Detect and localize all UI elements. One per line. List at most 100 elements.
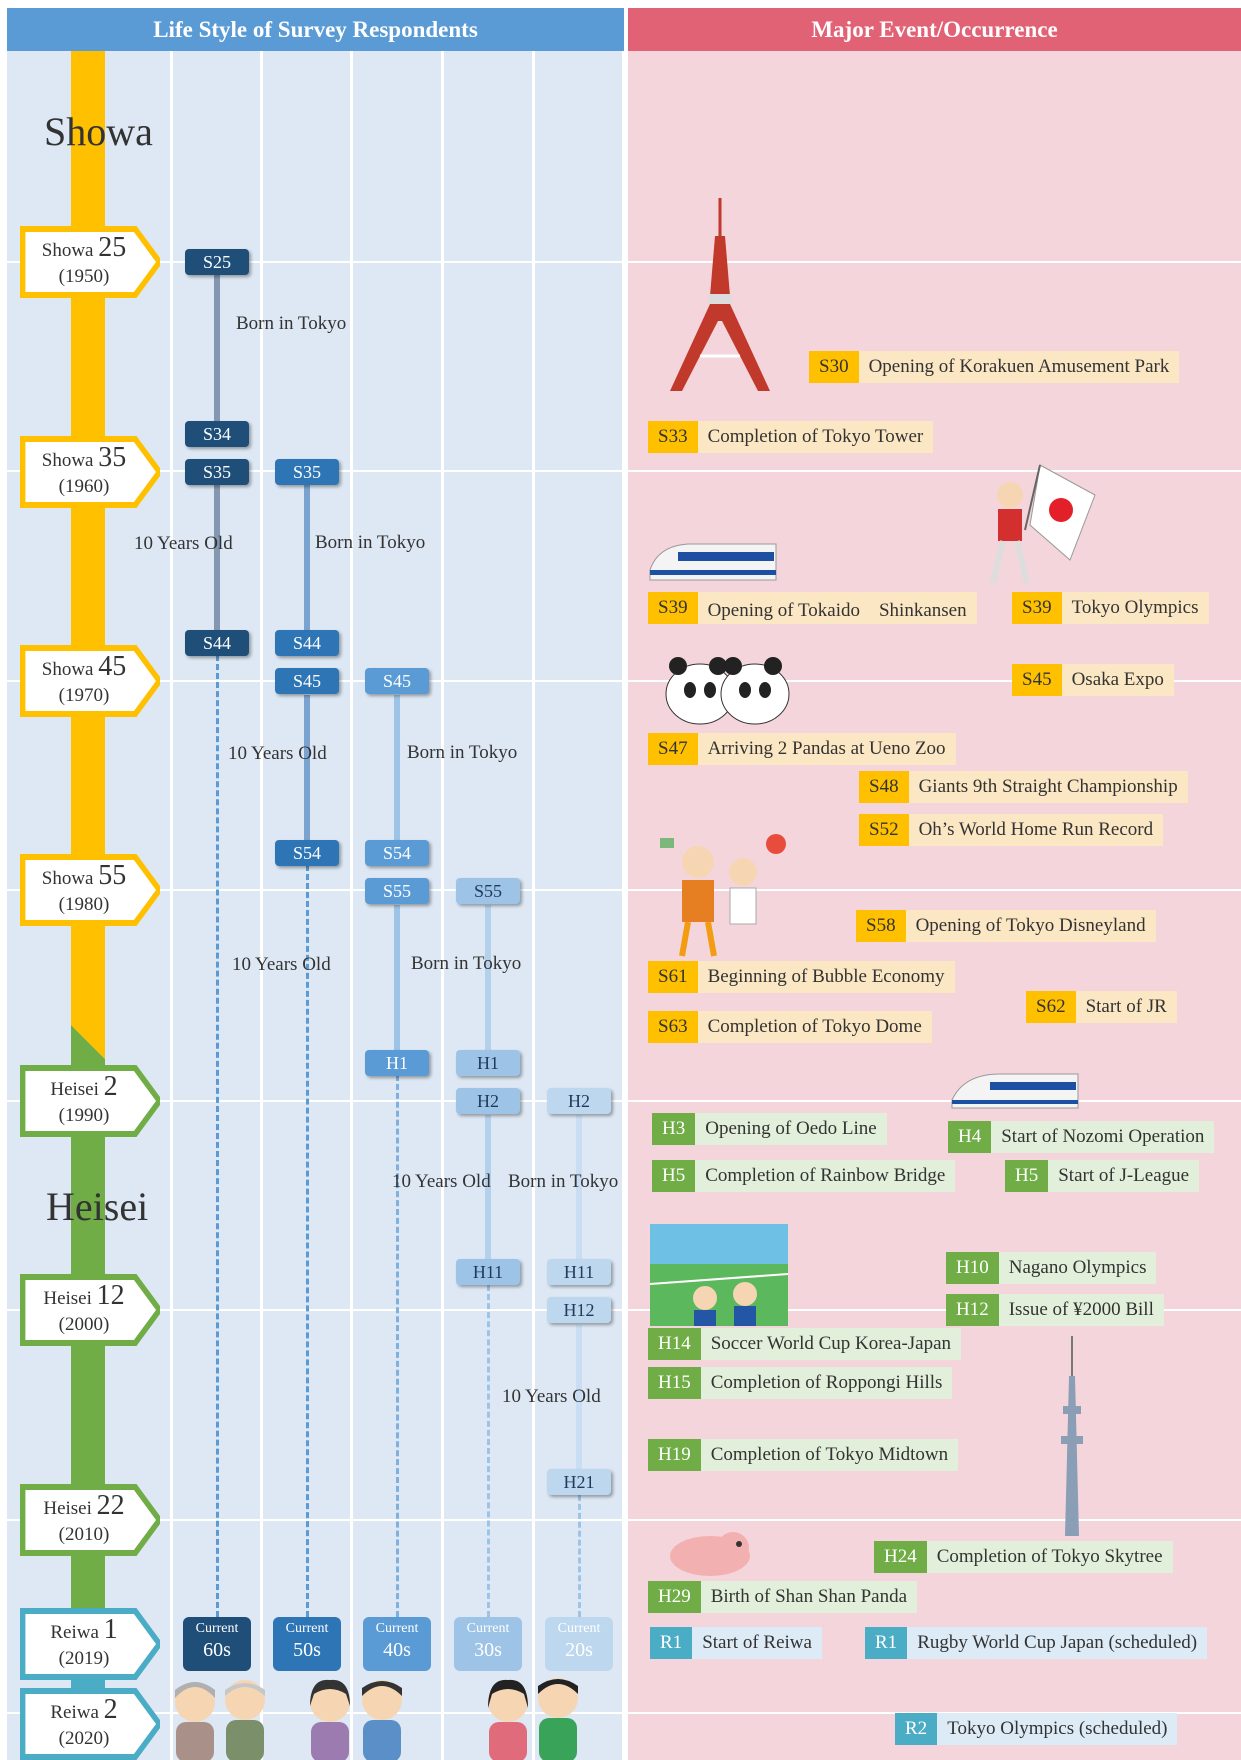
cohort-box: S45 bbox=[275, 668, 339, 694]
timeline-tag: Heisei 2 (1990) bbox=[20, 1065, 160, 1137]
people-illustration bbox=[175, 1678, 578, 1760]
born-label: Born in Tokyo bbox=[236, 313, 347, 334]
era-title-heisei: Heisei bbox=[46, 1184, 149, 1229]
cohort-box: H1 bbox=[365, 1050, 429, 1076]
cohort-box: S34 bbox=[185, 421, 249, 447]
cohort-dash bbox=[487, 1285, 490, 1617]
grid-hline bbox=[0, 1309, 1241, 1311]
grid-hline bbox=[0, 889, 1241, 891]
timeline-tag: Showa 25 (1950) bbox=[20, 226, 160, 298]
timeline-tag: Heisei 22 (2010) bbox=[20, 1484, 160, 1556]
grid-vline bbox=[441, 51, 444, 1760]
cohort-box: H2 bbox=[547, 1088, 611, 1114]
era-title-showa: Showa bbox=[44, 109, 153, 154]
tokyo-skytree-illustration bbox=[1061, 1336, 1083, 1536]
cohort-box: S45 bbox=[365, 668, 429, 694]
pandas-illustration bbox=[665, 657, 790, 725]
timeline-tag: Showa 35 (1960) bbox=[20, 436, 160, 508]
cohort-box: S44 bbox=[275, 630, 339, 656]
cohort-box: S54 bbox=[275, 840, 339, 866]
cohort-box: H11 bbox=[456, 1259, 520, 1285]
grid-vline bbox=[170, 51, 173, 1760]
timeline-tag: Showa 45 (1970) bbox=[20, 645, 160, 717]
cohort-bar bbox=[394, 905, 400, 1055]
olympic-runner-flag-illustration bbox=[990, 464, 1096, 584]
cohort-box: S44 bbox=[185, 630, 249, 656]
cohort-dash bbox=[396, 1075, 399, 1617]
cohort-bar bbox=[214, 485, 220, 635]
grid-hline bbox=[0, 470, 1241, 472]
born-label: Born in Tokyo bbox=[315, 532, 426, 553]
cohort-box: S55 bbox=[365, 878, 429, 904]
born-label: Born in Tokyo bbox=[508, 1171, 619, 1192]
age-label: 10 Years Old bbox=[392, 1171, 491, 1192]
bubble-economy-illustration bbox=[660, 834, 786, 957]
cohort-bar bbox=[485, 1115, 491, 1265]
cohort-dash bbox=[306, 865, 309, 1617]
cohort-bar bbox=[304, 695, 310, 845]
age-label: 10 Years Old bbox=[502, 1386, 601, 1407]
timeline-tag: Reiwa 2 (2020) bbox=[20, 1688, 160, 1760]
cohort-bar bbox=[304, 485, 310, 635]
cohort-dash bbox=[216, 655, 219, 1617]
cohort-bar bbox=[485, 905, 491, 1055]
grid-hline bbox=[0, 261, 1241, 263]
cohort-bar bbox=[576, 1115, 582, 1265]
cohort-box: S35 bbox=[185, 459, 249, 485]
cohort-box: S54 bbox=[365, 840, 429, 866]
cohort-bar bbox=[394, 695, 400, 845]
cohort-box: H12 bbox=[547, 1297, 611, 1323]
cohort-dash bbox=[578, 1495, 581, 1617]
cohort-box: S55 bbox=[456, 878, 520, 904]
timeline-tag: Heisei 12 (2000) bbox=[20, 1274, 160, 1346]
age-label: 10 Years Old bbox=[228, 743, 327, 764]
grid-vline bbox=[260, 51, 263, 1760]
timeline-tag: Showa 55 (1980) bbox=[20, 854, 160, 926]
cohort-bar bbox=[214, 275, 220, 431]
cohort-box: H1 bbox=[456, 1050, 520, 1076]
nozomi-train-illustration bbox=[951, 1073, 1079, 1109]
grid-vline bbox=[350, 51, 353, 1760]
tokyo-tower-illustration bbox=[670, 198, 770, 391]
age-label: 10 Years Old bbox=[232, 954, 331, 975]
cohort-bar bbox=[576, 1325, 582, 1475]
grid-hline bbox=[0, 680, 1241, 682]
cohort-box: S25 bbox=[185, 249, 249, 275]
age-label: 10 Years Old bbox=[134, 533, 233, 554]
cohort-box: H2 bbox=[456, 1088, 520, 1114]
timeline-tag: Reiwa 1 (2019) bbox=[20, 1608, 160, 1680]
grid-vline bbox=[532, 51, 535, 1760]
born-label: Born in Tokyo bbox=[407, 742, 518, 763]
shinkansen-illustration bbox=[649, 543, 777, 581]
grid-hline bbox=[0, 1712, 1241, 1714]
right-header: Major Event/Occurrence bbox=[628, 8, 1241, 51]
cohort-box: H21 bbox=[547, 1469, 611, 1495]
